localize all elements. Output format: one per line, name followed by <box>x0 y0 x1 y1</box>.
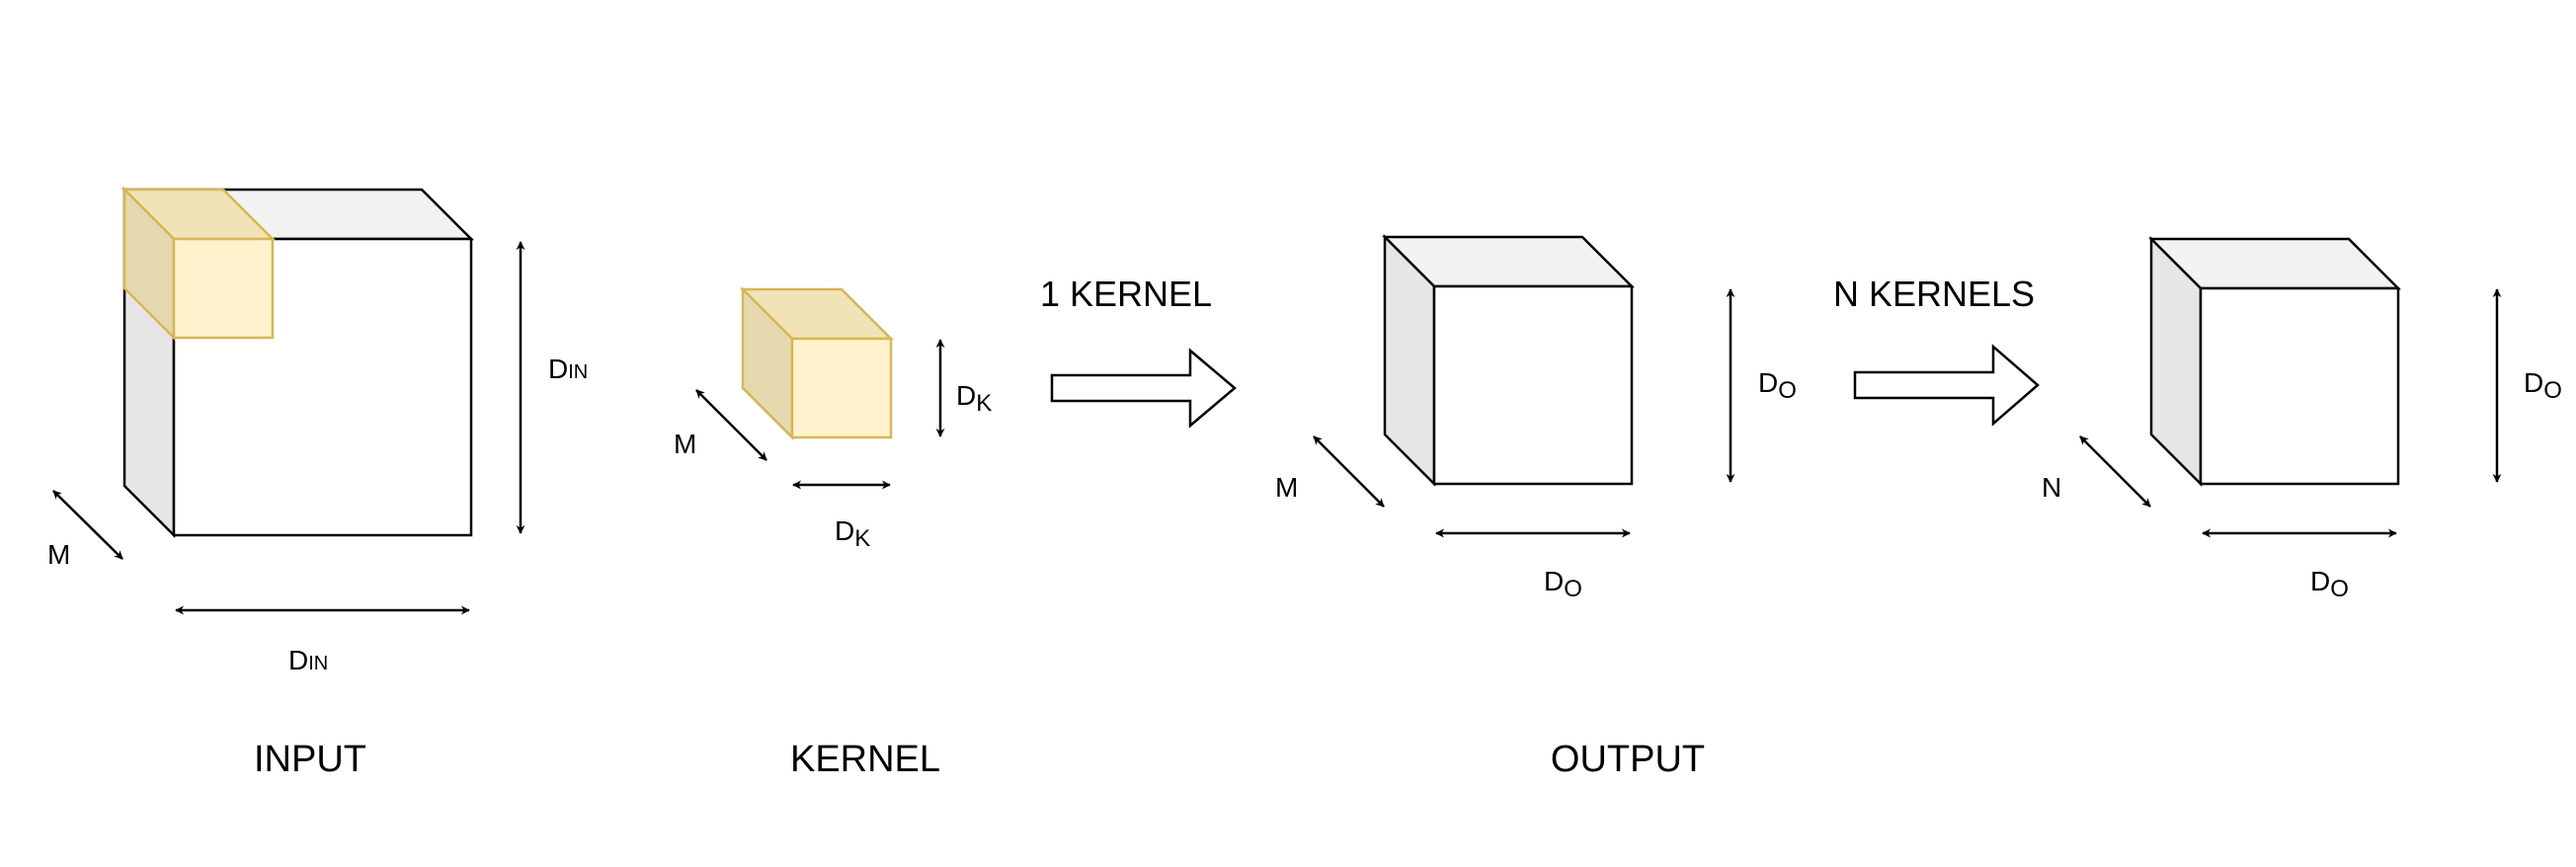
output-single-height-label: DO <box>1758 367 1797 404</box>
kernel-height-label: DK <box>956 380 992 417</box>
input-depth-arrow <box>52 490 123 560</box>
kernel-width-label: DK <box>835 515 870 552</box>
output-single-cube <box>1381 233 1636 488</box>
kernel-depth-label: M <box>674 429 696 459</box>
output-cube <box>2147 235 2402 488</box>
kernel-caption: KERNEL <box>790 739 940 780</box>
kernel-depth-arrow <box>695 389 767 461</box>
output-single-depth-label: M <box>1275 472 1298 503</box>
input-width-label: DIN <box>288 645 328 675</box>
output-caption: OUTPUT <box>1551 739 1705 780</box>
output-height-label: DO <box>2524 367 2562 404</box>
one-kernel-label: 1 KERNEL <box>1040 274 1212 314</box>
kernel-cube <box>739 285 895 441</box>
input-caption: INPUT <box>254 739 366 780</box>
output-depth-label: N <box>2042 472 2061 503</box>
input-height-label: DIN <box>548 354 588 384</box>
input-depth-label: M <box>47 539 70 570</box>
input-cube <box>121 186 475 539</box>
output-depth-arrow <box>2079 435 2151 508</box>
output-single-width-label: DO <box>1544 566 1582 602</box>
n-kernels-label: N KERNELS <box>1833 274 2035 314</box>
output-width-label: DO <box>2310 566 2349 602</box>
one-kernel-arrow <box>1050 348 1237 429</box>
input-kernel-window <box>121 186 277 342</box>
n-kernels-arrow <box>1853 344 2040 427</box>
output-single-depth-arrow <box>1313 435 1385 508</box>
